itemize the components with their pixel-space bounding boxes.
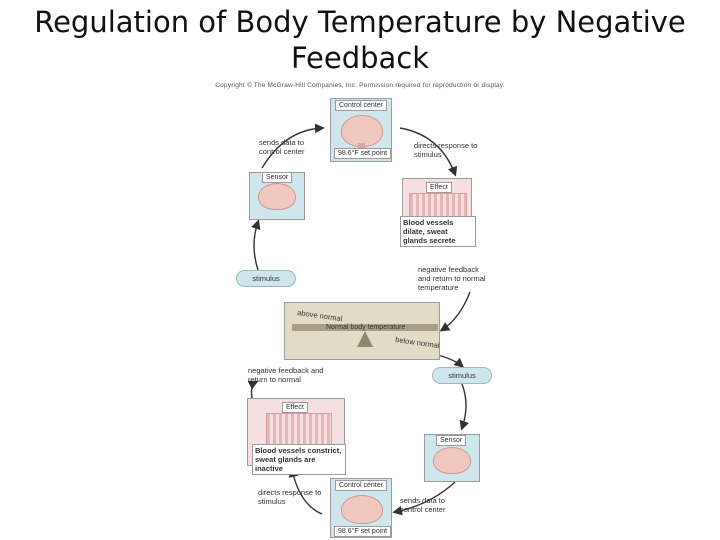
arrow-stimulus-to-sensor-top xyxy=(251,219,261,271)
arrow-stimulus-to-sensor-bottom xyxy=(459,383,469,431)
sensor-top-label: Sensor xyxy=(262,172,293,183)
balance-beam xyxy=(292,324,438,331)
control-center-bottom-label: Control center xyxy=(335,480,387,491)
sends-data-bottom: sends data to control center xyxy=(400,496,446,514)
stimulus-top: stimulus xyxy=(236,270,296,287)
skin-tissue-icon xyxy=(266,413,332,447)
brain-icon xyxy=(341,495,383,524)
directs-response-bottom: directs response to stimulus xyxy=(258,488,322,506)
stimulus-bottom: stimulus xyxy=(432,367,492,384)
brain-icon xyxy=(258,183,296,210)
negative-feedback-bottom: negative feedback and return to normal xyxy=(248,366,324,384)
arrow-effect-to-feedback-bottom xyxy=(247,380,259,399)
effect-top-label: Effect xyxy=(426,182,452,193)
sensor-bottom-box xyxy=(424,434,480,482)
balance-fulcrum xyxy=(357,331,373,347)
sends-data-top: sends data to control center xyxy=(259,138,305,156)
effect-top-caption: Blood vessels dilate, sweat glands secre… xyxy=(400,216,476,247)
set-point-top: 98.6°F set point xyxy=(334,148,392,159)
effect-bottom-label: Effect xyxy=(282,402,308,413)
arrow-sensor-to-control-bottom xyxy=(392,481,456,516)
arrow-control-to-effect-bottom xyxy=(288,467,323,515)
arrow-balance-to-stimulus-bottom xyxy=(437,354,465,368)
set-point-bottom: 98.6°F set point xyxy=(334,526,392,537)
brain-icon xyxy=(433,447,471,474)
arrow-sensor-to-control-top xyxy=(261,123,325,169)
arrow-control-to-effect-top xyxy=(399,127,458,177)
negative-feedback-top: negative feedback and return to normal t… xyxy=(418,265,486,292)
skin-tissue-icon xyxy=(409,193,467,219)
copyright-notice: Copyright © The McGraw-Hill Companies, I… xyxy=(215,82,505,89)
control-center-top-label: Control center xyxy=(335,100,387,111)
sensor-bottom-label: Sensor xyxy=(436,435,467,446)
directs-response-top: directs response to stimulus xyxy=(414,141,478,159)
effect-bottom-caption: Blood vessels constrict, sweat glands ar… xyxy=(252,444,346,475)
normal-temp-label: Normal body temperature xyxy=(326,324,406,331)
arrow-feedback-to-balance-top xyxy=(439,291,471,332)
page-title: Regulation of Body Temperature by Negati… xyxy=(34,5,686,75)
